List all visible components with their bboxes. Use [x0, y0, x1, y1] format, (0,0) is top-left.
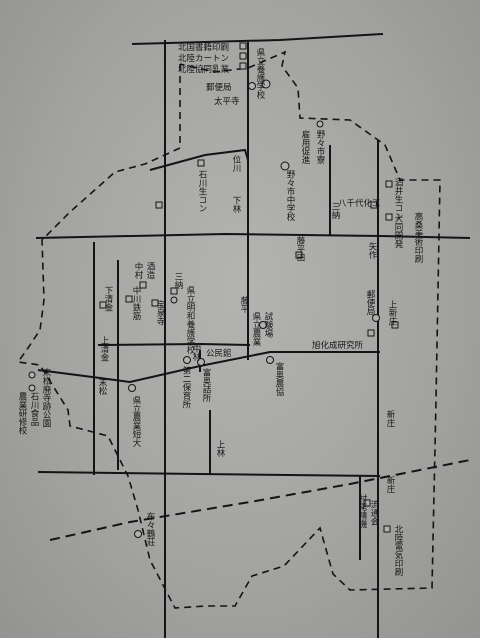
factory-marker-1: [239, 42, 247, 50]
label-taiheiji: 太平寺: [214, 96, 240, 107]
daido-marker: [385, 213, 393, 221]
ishikawa-food-marker: [28, 384, 36, 392]
label-kamiseikin: 上清金: [99, 336, 109, 362]
label-nonoichi-dorm: 野々市寮: [315, 130, 325, 165]
road-middle-horizontal: [97, 342, 251, 346]
label-iwatsu: 位川: [231, 154, 241, 172]
label-hoshoji: 宝泉寺: [155, 299, 165, 325]
label-fukaoku-office: 富奥詰所: [201, 367, 211, 403]
shrine-marker: [134, 530, 142, 538]
label-suematsu: 末松: [97, 377, 107, 396]
factory-marker-2: [239, 52, 247, 60]
label-hokuriku-electric: 北陸電気印刷: [393, 525, 403, 577]
coop-marker: [197, 159, 205, 167]
label-fujihira2: 藤平: [239, 295, 249, 314]
label-shimoseikin: 下清金: [103, 286, 113, 312]
label-park: 公民館: [206, 348, 232, 359]
label-shinjo: 新庄: [385, 409, 395, 428]
suematsu-park-marker: [28, 371, 36, 379]
label-ryutsu: 流通会: [369, 499, 379, 526]
experiment-marker: [259, 321, 267, 329]
post-office-north-marker: [248, 82, 256, 90]
label-asahi: 旭化成研究所: [312, 340, 364, 351]
label-shinjo2: 新庄: [385, 475, 395, 494]
agri-school-marker: [128, 384, 136, 392]
label-kamishinjo: 上新庄: [387, 300, 397, 326]
hokuriku-elec-marker: [383, 525, 391, 533]
label-daini: 第二保育所: [181, 365, 191, 409]
label-nakabayashi: 中林: [191, 343, 201, 362]
label-meiwa: 県立明和養護学校: [185, 286, 195, 355]
school-north-marker: [261, 79, 271, 89]
small-square-west: [155, 201, 163, 209]
label-hokuriku-carton: 北陸カートン: [178, 53, 229, 64]
label-agri-training: 農業研修校: [17, 391, 27, 435]
label-shimobayashi: 下林: [231, 196, 241, 214]
road-asahi: [199, 351, 380, 367]
label-experiment: 試験場: [263, 311, 273, 338]
label-suematsu-temple: 末松廃寺跡公園: [41, 367, 51, 428]
label-nonoichi-shrine: 布々鶴荘: [145, 511, 155, 547]
murao-marker: [363, 499, 371, 507]
asahi-marker: [367, 329, 375, 337]
road-network: [35, 33, 471, 638]
label-sakai: 酒井生コン: [393, 178, 403, 221]
fukaoku-marker: [266, 356, 274, 364]
label-post-office-east: 郵便局: [365, 289, 375, 316]
label-employment: 雇用促進: [300, 129, 310, 165]
railway-line: [49, 459, 471, 541]
place-labels: 北国書籍印刷 北陸カートン 北陸協同乳業 県立養護学校 郵便局 太平寺 野々市寮…: [17, 42, 423, 577]
sakai-marker: [385, 180, 393, 188]
label-yahagi: 矢作: [367, 241, 377, 259]
label-hokkoku-printing: 北国書籍印刷: [178, 42, 229, 53]
fujihirata-marker: [295, 251, 303, 259]
factory-marker-3: [239, 62, 247, 70]
nakamura-marker: [139, 281, 147, 289]
label-takaoka: 高桑美術印刷: [413, 211, 423, 263]
label-prefectural-agri: 県立農業: [251, 312, 261, 347]
label-hokuriku-dairy: 北陸協同乳業: [178, 64, 230, 75]
post-office-east-marker: [372, 314, 380, 322]
label-post-office-north: 郵便局: [206, 82, 232, 93]
label-sannou2: 三納: [173, 272, 183, 290]
label-daido: 大同開発: [393, 213, 403, 249]
daini-marker: [183, 356, 191, 364]
sannou-marker: [170, 287, 178, 295]
jhs-marker: [280, 161, 290, 171]
nakagawa-marker: [125, 295, 133, 303]
place-markers: [28, 42, 399, 538]
road-north-central-bend: [149, 148, 249, 171]
label-jhs: 野々市中学校: [285, 170, 295, 222]
label-sannou: 三納: [330, 202, 340, 220]
label-shusai: 酒造: [145, 262, 155, 280]
hoshoji-marker: [151, 299, 159, 307]
label-fujihirata: 藤平田: [295, 235, 305, 262]
kamishinjo-marker: [391, 321, 399, 329]
fukaoku-office-marker: [197, 358, 205, 366]
district-boundary: [16, 50, 441, 609]
road-route-north: [35, 232, 471, 239]
label-prefectural-school: 県立養護学校: [255, 48, 265, 100]
label-nakagawa: 中川鉄筋: [131, 285, 141, 321]
label-fukaminami: 富奥農協: [274, 361, 284, 397]
nonoichi-dorm-marker: [316, 120, 324, 128]
yachiyo-marker: [370, 201, 378, 209]
meiwa-marker: [170, 296, 178, 304]
label-nakamura: 中村: [133, 261, 143, 279]
shimoseikin-marker: [99, 301, 107, 309]
label-kamibayashi: 上林: [215, 440, 225, 458]
label-agri-school: 県立農業短大: [131, 396, 141, 448]
label-yachiyo: 八千代化工: [338, 198, 381, 209]
label-ishikawa-food: 石川食品: [29, 392, 39, 427]
label-murao: 村尾精機: [357, 493, 367, 529]
road-south-horizontal: [37, 471, 381, 477]
label-ishikawa-coop-north: 石川生コン: [197, 170, 207, 213]
road-north-horizontal: [131, 33, 384, 45]
